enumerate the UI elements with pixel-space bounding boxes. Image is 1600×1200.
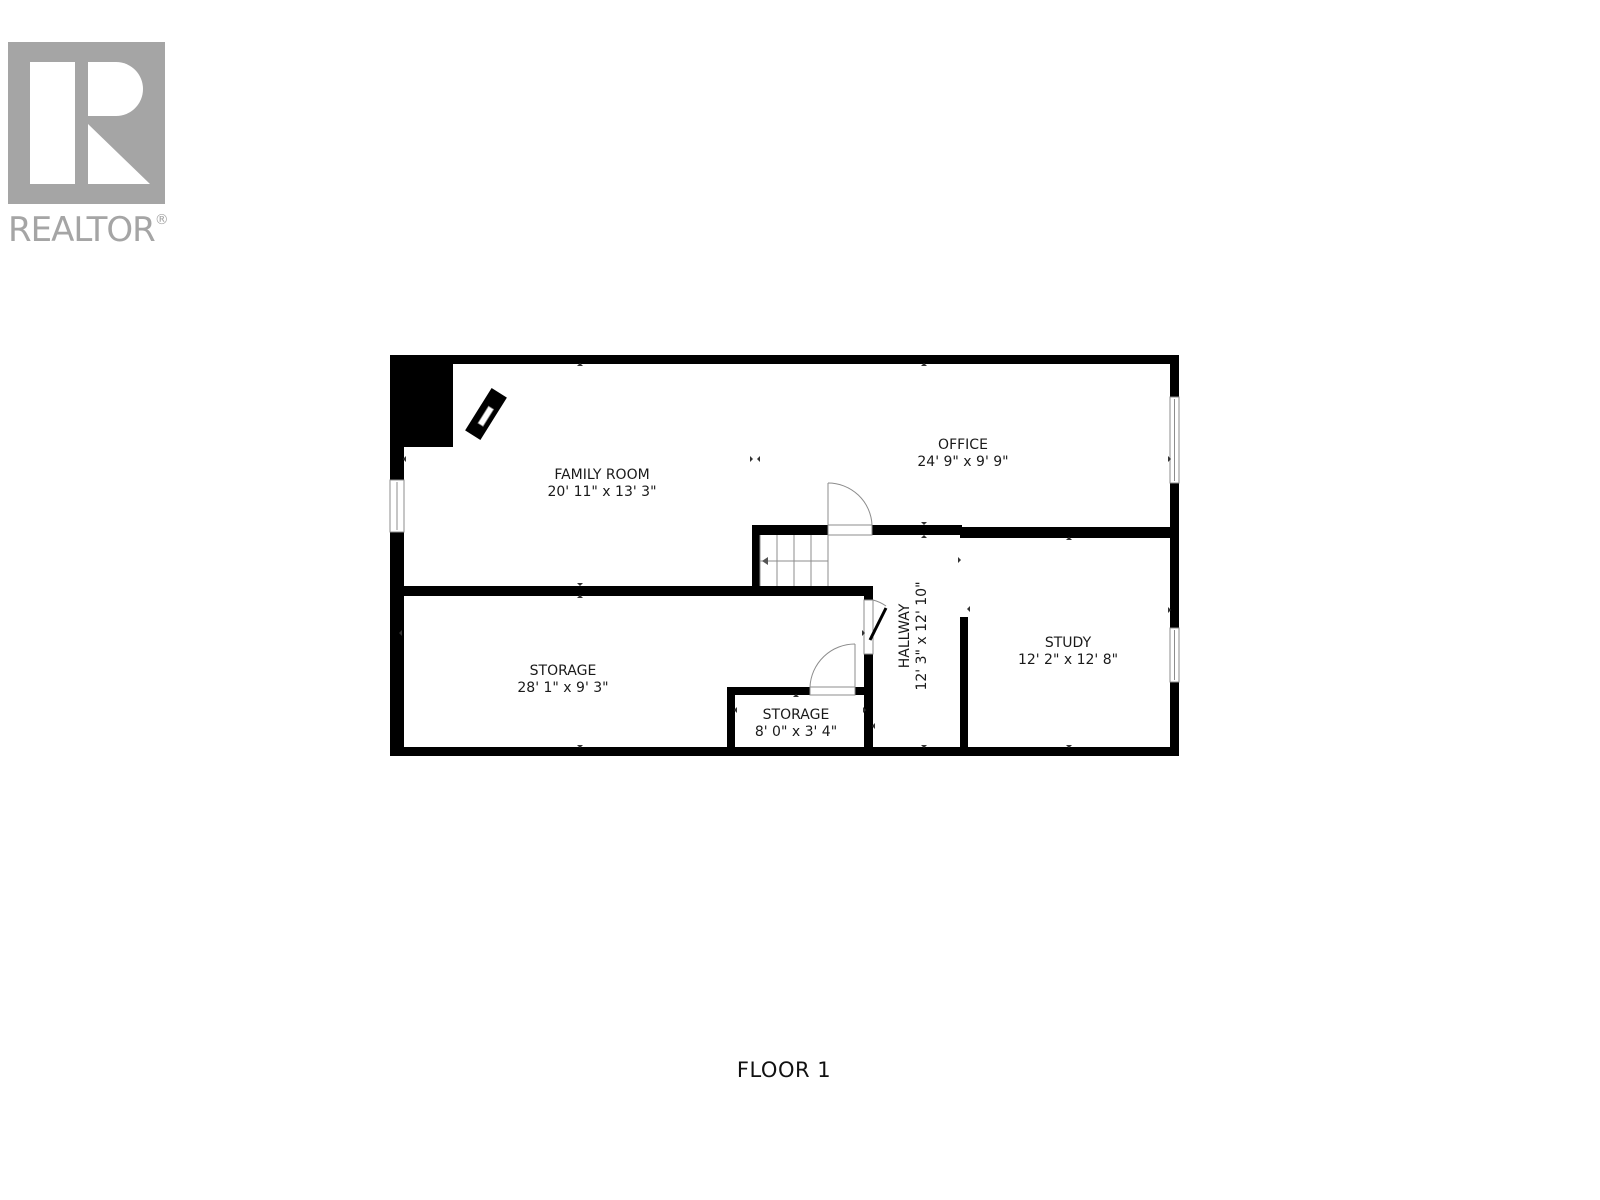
room-dimensions: 12' 3" x 12' 10" — [914, 581, 930, 691]
room-name: FAMILY ROOM — [554, 467, 650, 483]
walls — [390, 355, 1179, 756]
stairs-icon — [759, 535, 829, 586]
realtor-logo: REALTOR® — [8, 42, 188, 252]
door-storage-large-icon — [863, 599, 888, 655]
room-storage-small: STORAGE 8' 0" x 3' 4" — [755, 707, 837, 741]
realtor-r-icon — [8, 42, 165, 204]
room-dimensions: 28' 1" x 9' 3" — [517, 680, 609, 696]
window-office-east-icon — [1169, 396, 1180, 484]
room-dimensions: 12' 2" x 12' 8" — [1017, 652, 1119, 668]
room-name: OFFICE — [938, 437, 988, 453]
door-office-icon — [827, 482, 873, 536]
dimension-markers — [399, 363, 1171, 748]
registered-mark: ® — [154, 212, 169, 228]
room-dimensions: 8' 0" x 3' 4" — [754, 724, 838, 740]
room-family-room: FAMILY ROOM 20' 11" x 13' 3" — [547, 467, 656, 501]
room-storage-large: STORAGE 28' 1" x 9' 3" — [517, 663, 608, 697]
realtor-wordmark-text: REALTOR — [8, 210, 156, 250]
structural-block — [390, 355, 453, 447]
room-office: OFFICE 24' 9" x 9' 9" — [917, 437, 1008, 471]
room-name: STORAGE — [529, 663, 597, 679]
room-dimensions: 20' 11" x 13' 3" — [547, 484, 657, 500]
door-storage-small-icon — [809, 643, 856, 696]
window-study-east-icon — [1169, 627, 1180, 683]
room-name: HALLWAY — [897, 603, 913, 669]
room-dimensions: 24' 9" x 9' 9" — [917, 454, 1009, 470]
fireplace-icon — [465, 388, 507, 440]
room-name: STORAGE — [762, 707, 830, 723]
window-family-west-icon — [389, 479, 405, 533]
room-name: STUDY — [1044, 635, 1092, 651]
realtor-wordmark: REALTOR® — [8, 210, 169, 250]
floor-title: FLOOR 1 — [736, 1058, 832, 1082]
room-study: STUDY 12' 2" x 12' 8" — [1018, 635, 1118, 669]
room-hallway: HALLWAY 12' 3" x 12' 10" — [897, 581, 931, 690]
